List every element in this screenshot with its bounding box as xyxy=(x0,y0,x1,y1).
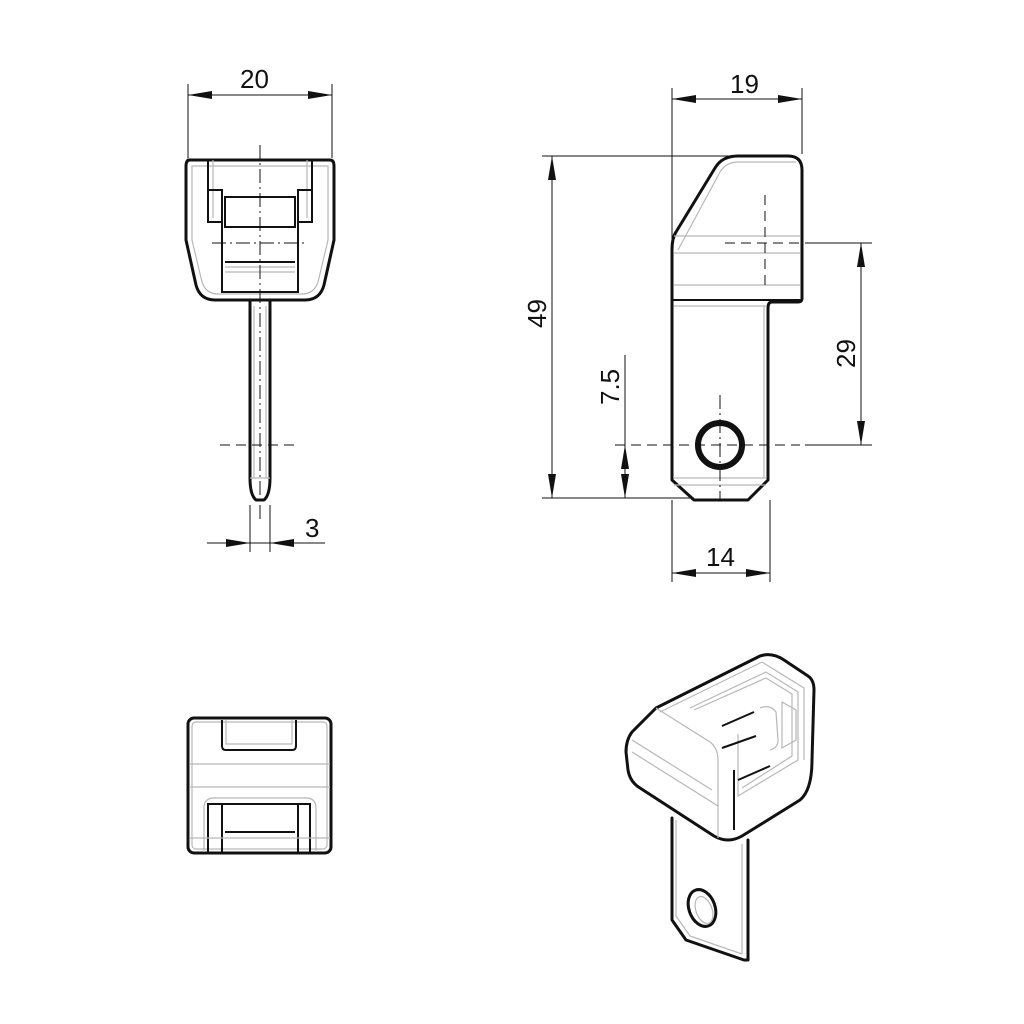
dimension-head-to-hole: 29 xyxy=(805,242,872,446)
dimension-overall-height: 49 xyxy=(522,155,738,499)
isometric-view xyxy=(624,653,816,962)
dimension-pin-diameter: 3 xyxy=(207,505,325,552)
dimension-side-width: 19 xyxy=(671,69,803,240)
dimension-tab-width: 14 xyxy=(671,500,771,582)
dimension-front-width: 20 xyxy=(187,64,333,158)
dim-label-7-5: 7.5 xyxy=(595,369,625,405)
dim-label-20: 20 xyxy=(240,64,269,94)
front-view xyxy=(184,145,336,520)
dim-label-29: 29 xyxy=(831,339,861,368)
bottom-view xyxy=(186,716,333,855)
dim-label-49: 49 xyxy=(522,299,552,328)
dim-label-19: 19 xyxy=(730,69,759,99)
dim-label-3: 3 xyxy=(305,513,319,543)
dim-label-14: 14 xyxy=(706,542,735,572)
dimension-hole-center: 7.5 xyxy=(595,355,629,498)
side-view xyxy=(615,154,804,502)
